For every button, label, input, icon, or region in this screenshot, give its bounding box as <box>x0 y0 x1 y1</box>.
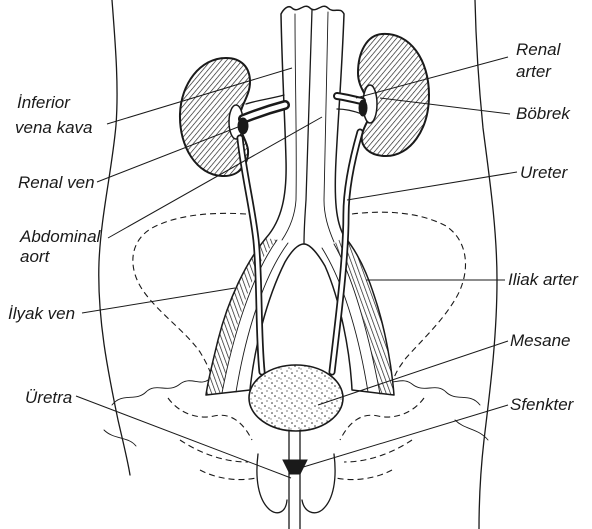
label-abdominal-aort-line2: aort <box>20 247 51 266</box>
ischium-left <box>180 440 248 462</box>
label-renal-ven: Renal ven <box>18 173 95 192</box>
label-inferior-vena-kava-line2: vena kava <box>15 118 93 137</box>
label-ilyak-ven: İlyak ven <box>8 304 75 323</box>
body-outline-right <box>475 0 497 529</box>
label-iliak-arter: Iliak arter <box>508 270 579 289</box>
label-renal-arter-line2: arter <box>516 62 552 81</box>
pelvis-outline <box>104 212 488 479</box>
label-uretra: Üretra <box>25 388 72 407</box>
label-sfenkter: Sfenkter <box>510 395 575 414</box>
renal-vein-right <box>337 109 362 114</box>
label-renal-arter-line1: Renal <box>516 40 562 59</box>
genital-outline-left <box>257 454 287 513</box>
thigh-contour-right <box>455 420 488 440</box>
renal-hilum-right <box>359 100 367 116</box>
label-bobrek: Böbrek <box>516 104 571 123</box>
ischium-right <box>344 440 412 462</box>
thigh-contour-left <box>104 430 136 446</box>
label-inferior-vena-kava-line1: İnferior <box>17 93 71 112</box>
hip-contour-left <box>112 380 208 405</box>
pelvic-floor-right <box>336 470 392 480</box>
pelvic-floor-left <box>200 470 256 480</box>
bladder <box>249 365 343 431</box>
bladder-body <box>249 365 343 431</box>
renal-hilum-left <box>238 118 248 134</box>
body-outline-left <box>99 0 130 475</box>
urethra-group <box>257 430 335 529</box>
label-ureter: Ureter <box>520 163 569 182</box>
pubic-bone-left <box>168 398 252 440</box>
pubic-bone-right <box>340 398 424 440</box>
label-abdominal-aort-line1: Abdominal <box>19 227 102 246</box>
hip-contour-right <box>384 380 480 405</box>
label-mesane: Mesane <box>510 331 570 350</box>
